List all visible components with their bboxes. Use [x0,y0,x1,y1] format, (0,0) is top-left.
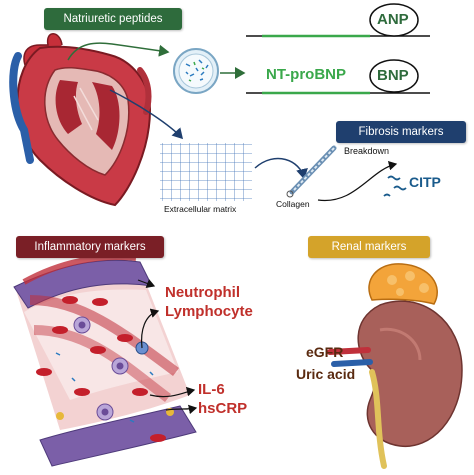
bnp-circle [369,59,419,93]
lymphocyte-label: Lymphocyte [165,303,253,320]
blood-vessel-icon [13,254,197,467]
extracellular-matrix-icon [160,143,252,201]
natriuretic-peptides-title: Natriuretic peptides [63,13,163,25]
inflammatory-markers-box: Inflammatory markers [16,236,164,258]
anp-label: ANP [377,11,409,28]
collagen-fiber-icon [286,145,337,198]
arrow-heart-to-matrix [109,89,184,140]
citp-label: CITP [409,174,441,190]
fibrosis-markers-box: Fibrosis markers [336,121,466,143]
bnp-label: BNP [377,67,409,84]
arrow-to-hscrp [165,404,198,415]
egfr-label: eGFR [306,344,344,360]
fibrosis-markers-title: Fibrosis markers [358,126,444,138]
inflammatory-markers-title: Inflammatory markers [34,241,146,253]
arrow-to-neutrophil [137,278,156,288]
arrow-collagen-to-citp [317,160,398,202]
renal-markers-title: Renal markers [331,241,407,253]
ntprobnp-label: NT-proBNP [266,66,346,83]
arrow-heart-to-peptides [67,42,170,61]
citp-fragments-icon [383,175,407,197]
anp-circle [369,3,419,37]
adrenal-gland-icon [368,263,438,305]
heart-icon [9,33,152,207]
uric-acid-label: Uric acid [296,366,356,382]
collagen-label: Collagen [276,199,310,209]
extracellular-matrix-label: Extracellular matrix [164,204,237,214]
arrow-to-lymphocyte [140,308,160,349]
arrow-to-il6 [149,386,196,398]
kidney-icon [327,300,463,469]
renal-markers-box: Renal markers [308,236,430,258]
il6-label: IL-6 [198,381,225,398]
neutrophil-label: Neutrophil [165,284,240,301]
hscrp-label: hsCRP [198,400,248,417]
breakdown-label: Breakdown [344,146,390,156]
vesicle-icon [173,48,219,94]
arrow-matrix-to-collagen [254,157,308,180]
natriuretic-peptides-box: Natriuretic peptides [44,8,182,30]
